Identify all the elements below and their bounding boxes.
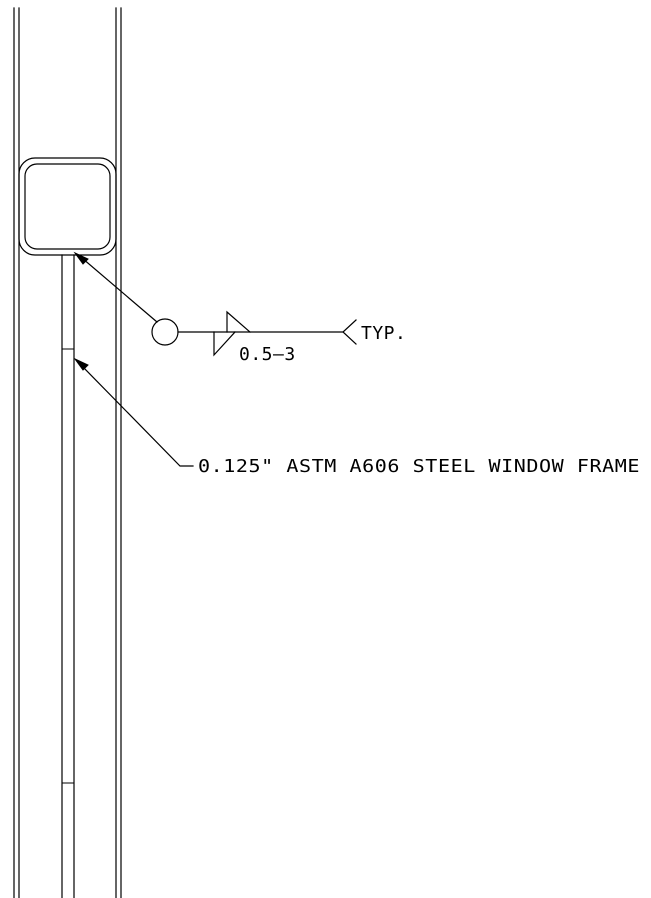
weld-tail <box>342 319 357 345</box>
frame-callout-text: 0.125" ASTM A606 STEEL WINDOW FRAME <box>198 456 640 477</box>
wall-left-lines <box>13 7 20 898</box>
window-frame-plate <box>61 254 75 898</box>
weld-all-around-circle <box>151 318 179 346</box>
frame-callout-leader <box>73 357 194 467</box>
weld-leader-arrowhead <box>73 251 89 265</box>
steel-tube-section <box>18 157 117 256</box>
weld-leader <box>73 251 158 323</box>
fillet-weld-symbol <box>213 310 251 357</box>
frame-callout-arrowhead <box>73 357 89 371</box>
weld-tail-note-text: TYP. <box>361 323 406 344</box>
weld-size-length-text: 0.5–3 <box>239 344 296 365</box>
wall-right-lines <box>115 7 122 898</box>
